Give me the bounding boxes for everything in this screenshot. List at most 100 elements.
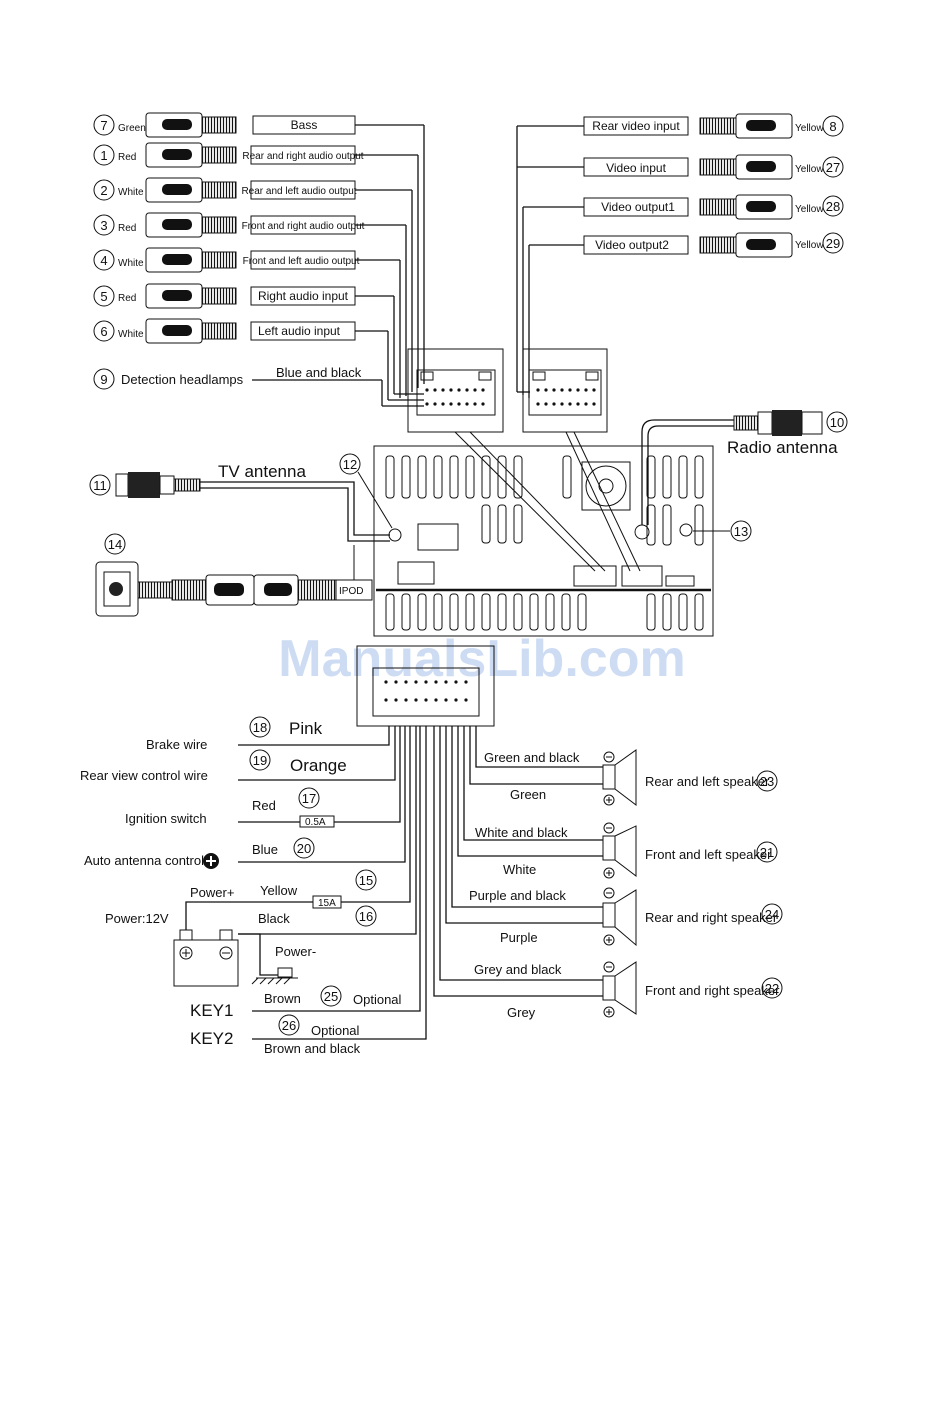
color-label: White — [118, 187, 144, 198]
number-6: 6 — [100, 324, 107, 339]
color-label: Yellow — [795, 240, 824, 251]
number-11: 11 — [93, 478, 107, 493]
harness-connector-right — [522, 348, 608, 433]
number-3: 3 — [100, 218, 107, 233]
speaker-wires: Green and black Green Rear and left spea… — [433, 726, 783, 1020]
rca-bass: 7 Green Bass — [93, 112, 424, 138]
key2-label: KEY2 — [190, 1029, 233, 1048]
speaker-icon — [614, 825, 637, 878]
auto-antenna-label: Auto antenna control — [84, 853, 204, 868]
ignition-label: Ignition switch — [125, 811, 207, 826]
number-circle — [93, 114, 115, 136]
plus-icon — [603, 934, 615, 946]
number-15: 15 — [359, 873, 373, 888]
harness-connector-left — [407, 348, 504, 433]
fuse-05a — [299, 815, 335, 828]
speaker-front-right: Grey and black Grey Front and right spea… — [433, 726, 783, 1020]
number-26: 26 — [282, 1018, 296, 1033]
tv-antenna-label: TV antenna — [218, 462, 306, 481]
speaker-rear-right: Purple and black Purple Rear and right s… — [445, 726, 783, 947]
number-18: 18 — [253, 720, 267, 735]
number-12: 12 — [343, 457, 357, 472]
minus-icon — [603, 961, 615, 973]
fuse-15a-label: 15A — [318, 898, 336, 909]
ground-icon — [277, 967, 293, 978]
speaker-label: Front and right speaker — [645, 983, 780, 998]
number-21: 21 — [760, 845, 774, 860]
rca-right-group: Rear video input Yellow 8 Video input Ye… — [516, 113, 844, 398]
color-label: White — [118, 329, 144, 340]
rca-rear-left-out: 2 White Rear and left audio output — [93, 177, 412, 203]
rca-rear-video-in: Rear video input Yellow 8 — [517, 113, 844, 139]
battery-plus-icon — [179, 946, 193, 960]
plus-icon — [603, 867, 615, 879]
number-28: 28 — [826, 199, 840, 214]
minus-icon — [603, 887, 615, 899]
speaker-icon — [614, 889, 637, 947]
label-text: Video output2 — [595, 238, 669, 252]
rca-rear-right-out: 1 Red Rear and right audio output — [93, 142, 418, 168]
number-14: 14 — [108, 537, 122, 552]
speaker-rear-left: Green and black Green Rear and left spea… — [469, 726, 778, 807]
speaker-neg-label: Green and black — [484, 750, 580, 765]
power-color: Black — [258, 911, 290, 926]
callout-13: 13 — [693, 520, 752, 542]
color-label: Green — [118, 123, 146, 134]
number-24: 24 — [765, 907, 779, 922]
battery — [173, 939, 239, 987]
rear-view-label: Rear view control wire — [80, 768, 208, 783]
rca-plug-core — [162, 119, 192, 130]
speaker-label: Rear and right speaker — [645, 910, 778, 925]
rca-left-group: 7 Green Bass 1 Red Rear and right audio … — [93, 112, 425, 407]
key1-optional: Optional — [353, 992, 402, 1007]
rca-video-out1: Video output1 Yellow 28 — [523, 194, 844, 220]
fuse-05a-label: 0.5A — [305, 817, 326, 828]
label-text: Left audio input — [258, 324, 341, 338]
number-2: 2 — [100, 183, 107, 198]
rca-right-audio-in: 5 Red Right audio input — [93, 283, 424, 395]
speaker-pos-label: Green — [510, 787, 546, 802]
speaker-icon — [614, 749, 637, 807]
label-text: Rear and right audio output — [242, 151, 363, 162]
key2-color: Brown and black — [264, 1041, 361, 1056]
key1-label: KEY1 — [190, 1001, 233, 1020]
key1-color: Brown — [264, 991, 301, 1006]
left-wires: 18 Pink Brake wire 19 Orange Rear view c… — [80, 716, 427, 1056]
color-label: Yellow — [795, 204, 824, 215]
number-13: 13 — [734, 524, 748, 539]
label-text: Front and right audio output — [242, 221, 365, 232]
plus-icon — [603, 794, 615, 806]
rca-front-right-out: 3 Red Front and right audio output — [93, 212, 406, 238]
color-label: Red — [118, 152, 136, 163]
radio-antenna: 10 Radio antenna — [641, 410, 848, 525]
number-23: 23 — [760, 774, 774, 789]
rca-video-out2: Video output2 Yellow 29 — [529, 232, 844, 258]
brake-label: Brake wire — [146, 737, 207, 752]
number-25: 25 — [324, 989, 338, 1004]
power-plus-color: Yellow — [260, 883, 298, 898]
number-16: 16 — [359, 909, 373, 924]
rca-ribs — [201, 116, 237, 134]
power-label: Power:12V — [105, 911, 169, 926]
brake-color: Pink — [289, 719, 323, 738]
number-19: 19 — [253, 753, 267, 768]
speaker-label: Rear and left speaker — [645, 774, 770, 789]
minus-icon — [603, 751, 615, 763]
detection-wire-color: Blue and black — [276, 365, 362, 380]
color-label: White — [118, 258, 144, 269]
speaker-neg-label: Purple and black — [469, 888, 566, 903]
speaker-icon — [614, 961, 637, 1015]
color-label: Yellow — [795, 123, 824, 134]
speaker-label: Front and left speaker — [645, 847, 772, 862]
color-label: Red — [118, 293, 136, 304]
speaker-pos-label: Purple — [500, 930, 538, 945]
label-text: Bass — [291, 118, 318, 132]
number-22: 22 — [765, 981, 779, 996]
number-1: 1 — [100, 148, 107, 163]
number-29: 29 — [826, 236, 840, 251]
speaker-neg-label: Grey and black — [474, 962, 562, 977]
number-7: 7 — [100, 118, 107, 133]
label-text: Video input — [606, 161, 666, 175]
label-text: Rear video input — [592, 119, 680, 133]
